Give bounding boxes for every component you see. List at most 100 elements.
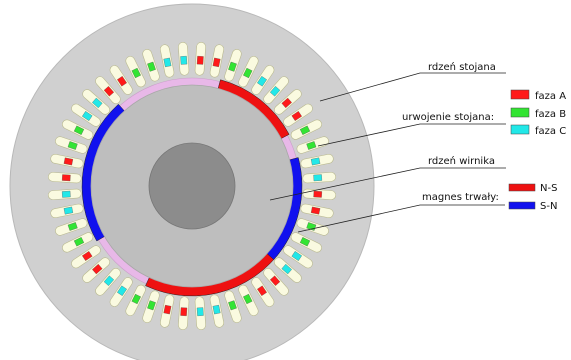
stator-slot [302, 188, 337, 200]
stator-slot [109, 277, 133, 307]
stator-slot [238, 56, 259, 88]
stator-slot [71, 245, 101, 269]
winding-coil-phase-c [269, 86, 281, 97]
winding-coil-phase-c [63, 206, 74, 215]
winding-coil-phase-c [281, 263, 292, 275]
leader-permanent-magnet [297, 204, 505, 233]
winding-coil-phase-c [61, 190, 71, 198]
stator-slot [159, 294, 175, 328]
stator-slot [95, 76, 121, 104]
winding-coil-phase-a [117, 76, 127, 87]
stator-slot [82, 257, 110, 283]
winding-coil-phase-c [92, 97, 103, 109]
winding-coil-phase-c [291, 251, 302, 261]
legend-swatch-phase-c [510, 124, 530, 135]
winding-coil-phase-b [147, 61, 156, 72]
stator-slot [125, 284, 146, 316]
label-permanent-magnet: magnes trwały: [422, 192, 499, 203]
winding-coil-phase-a [281, 97, 292, 109]
winding-coil-phase-c [163, 57, 172, 68]
winding-coil-phase-b [131, 67, 141, 79]
stator-slot [274, 89, 302, 115]
winding-coil-phase-b [228, 61, 237, 72]
stator-slots [47, 41, 337, 331]
winding-coil-phase-c [310, 157, 321, 166]
winding-coil-phase-b [228, 300, 237, 311]
legend-swatch-magnet-sn [508, 201, 536, 210]
label-stator-core: rdzeń stojana [428, 61, 496, 73]
stator-slot [209, 44, 225, 78]
winding-coil-phase-b [67, 222, 78, 231]
winding-coil-phase-b [147, 300, 156, 311]
stator-slot [125, 56, 146, 88]
winding-coil-phase-a [63, 157, 74, 166]
stator-slot [300, 153, 334, 169]
legend-label-phase-c: faza C [535, 126, 566, 137]
stator-slot [62, 232, 94, 253]
winding-coil-phase-c [117, 285, 127, 296]
stator-slot [95, 268, 121, 296]
stator-slot [209, 294, 225, 328]
winding-coil-phase-c [103, 275, 115, 286]
winding-coil-phase-c [313, 174, 323, 182]
stator-slot [47, 172, 82, 184]
stator-slot [263, 268, 289, 296]
stator-slot [283, 103, 313, 127]
stator-slot [55, 136, 88, 154]
label-stator-winding: urwojenie stojana: [402, 112, 494, 123]
stator-slot [142, 49, 160, 82]
stator-slot [251, 65, 275, 95]
stator-slot [50, 153, 84, 169]
legend-swatch-magnet-ns [508, 183, 536, 192]
label-rotor-core: rdzeń wirnika [428, 155, 495, 167]
winding-coil-phase-a [92, 263, 103, 275]
winding-coil-phase-c [257, 76, 267, 87]
winding-coil-phase-c [180, 55, 188, 65]
stator-slot [274, 257, 302, 283]
leader-stator-core [319, 72, 506, 102]
stator-slot [224, 49, 242, 82]
stator-slot [194, 296, 206, 331]
stator-slot [178, 41, 190, 76]
winding-coil-phase-c [82, 111, 93, 121]
winding-coil-phase-b [299, 237, 311, 247]
winding-coil-phase-a [212, 57, 221, 68]
winding-coil-phase-a [313, 190, 323, 198]
stator-slot [263, 76, 289, 104]
winding-coil-phase-a [103, 86, 115, 97]
stator-slot [290, 232, 322, 253]
stator-slot [82, 89, 110, 115]
winding-coil-phase-a [163, 304, 172, 315]
winding-coil-phase-a [291, 111, 302, 121]
winding-coil-phase-c [196, 307, 204, 317]
stator-slot [62, 119, 94, 140]
stator-slot [159, 44, 175, 78]
stator-slot [55, 218, 88, 236]
stator-slot [47, 188, 82, 200]
leader-stator-winding [317, 123, 506, 147]
legend-label-phase-a: faza A [535, 91, 566, 102]
stator-slot [50, 203, 84, 219]
winding-coil-phase-b [73, 237, 85, 247]
stator-slot [290, 119, 322, 140]
winding-coil-phase-a [61, 174, 71, 182]
stator-slot [142, 290, 160, 323]
winding-coil-phase-b [243, 67, 253, 79]
legend-label-magnet-ns: N-S [540, 183, 557, 194]
winding-coil-phase-c [212, 304, 221, 315]
winding-coil-phase-b [306, 141, 317, 150]
rotor-shaft [148, 142, 236, 230]
winding-coil-phase-b [73, 125, 85, 135]
winding-coil-phase-b [131, 293, 141, 305]
stator-slot [238, 284, 259, 316]
winding-coil-phase-b [243, 293, 253, 305]
stator-slot [224, 290, 242, 323]
winding-coil-phase-a [82, 251, 93, 261]
stator-slot [251, 277, 275, 307]
leader-rotor-core [269, 167, 506, 201]
stator-slot [296, 136, 329, 154]
winding-coil-phase-a [269, 275, 281, 286]
stator-slot [302, 172, 337, 184]
